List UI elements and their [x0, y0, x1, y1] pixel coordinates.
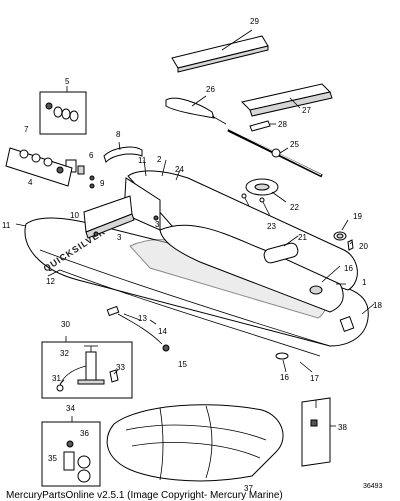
boat-seat — [83, 195, 159, 239]
callout-11b: 11 — [2, 221, 11, 230]
oarlock-pins — [241, 193, 273, 223]
lower-valve — [275, 352, 289, 360]
leader-lines — [15, 159, 375, 385]
copyright-caption: MercuryPartsOnline v2.5.1 (Image Copyrig… — [6, 490, 283, 501]
o-ring-kit-box — [39, 86, 87, 135]
callout-15: 15 — [178, 360, 187, 369]
callout-18: 18 — [373, 301, 382, 310]
callout-38: 38 — [338, 423, 347, 432]
callout-8: 8 — [116, 130, 121, 139]
reference-number: 36493 — [363, 483, 383, 490]
callout-35: 35 — [48, 454, 57, 463]
callout-16a: 16 — [344, 264, 353, 273]
callout-7: 7 — [24, 125, 29, 134]
callout-1: 1 — [362, 278, 367, 287]
board-strip — [249, 120, 276, 132]
callout-28: 28 — [278, 120, 287, 129]
callout-20: 20 — [359, 242, 368, 251]
valve-patch — [263, 242, 323, 295]
callout-3b: 3 — [155, 220, 160, 229]
inflatable-boat-hull: QUICKSILVER — [24, 170, 369, 357]
callout-25: 25 — [290, 140, 299, 149]
gasket-strip — [5, 147, 73, 187]
callout-33: 33 — [116, 363, 125, 372]
callout-16b: 16 — [280, 373, 289, 382]
callout-34: 34 — [66, 404, 75, 413]
carry-bag — [106, 404, 284, 482]
callout-6: 6 — [89, 151, 94, 160]
callout-27: 27 — [302, 106, 311, 115]
callout-4: 4 — [28, 178, 33, 187]
callout-17: 17 — [310, 374, 319, 383]
callout-37: 37 — [244, 484, 253, 493]
oarlock — [245, 178, 287, 203]
callout-31: 31 — [52, 374, 61, 383]
callout-14: 14 — [158, 327, 167, 336]
callout-29: 29 — [250, 17, 259, 26]
callout-22: 22 — [290, 203, 299, 212]
callout-12: 12 — [46, 277, 55, 286]
callout-2: 2 — [157, 155, 162, 164]
bow-fitting — [339, 316, 355, 332]
callout-13: 13 — [138, 314, 147, 323]
callout-19: 19 — [353, 212, 362, 221]
callout-21: 21 — [298, 233, 307, 242]
repair-kit-box — [41, 416, 101, 487]
seat-board — [171, 29, 269, 73]
callout-11a: 11 — [138, 156, 147, 165]
valve-cap-tether — [106, 305, 170, 352]
callout-24: 24 — [175, 165, 184, 174]
oar-blade — [165, 95, 227, 125]
callout-10: 10 — [70, 211, 79, 220]
callout-36: 36 — [80, 429, 89, 438]
callout-26: 26 — [206, 85, 215, 94]
callout-30: 30 — [61, 320, 70, 329]
callout-labels: 1 2 3 3 4 5 6 7 8 9 10 11 11 12 13 14 15… — [2, 17, 382, 493]
valve-caps — [333, 231, 354, 251]
callout-3a: 3 — [117, 233, 122, 242]
callout-32: 32 — [60, 349, 69, 358]
callout-9: 9 — [100, 179, 105, 188]
oar-shaft — [227, 128, 323, 178]
oar-bag — [301, 397, 336, 467]
handle-strap — [103, 141, 143, 163]
callout-23: 23 — [267, 222, 276, 231]
floor-board — [241, 83, 333, 117]
callout-5: 5 — [65, 77, 70, 86]
pump-kit-box — [41, 336, 133, 399]
